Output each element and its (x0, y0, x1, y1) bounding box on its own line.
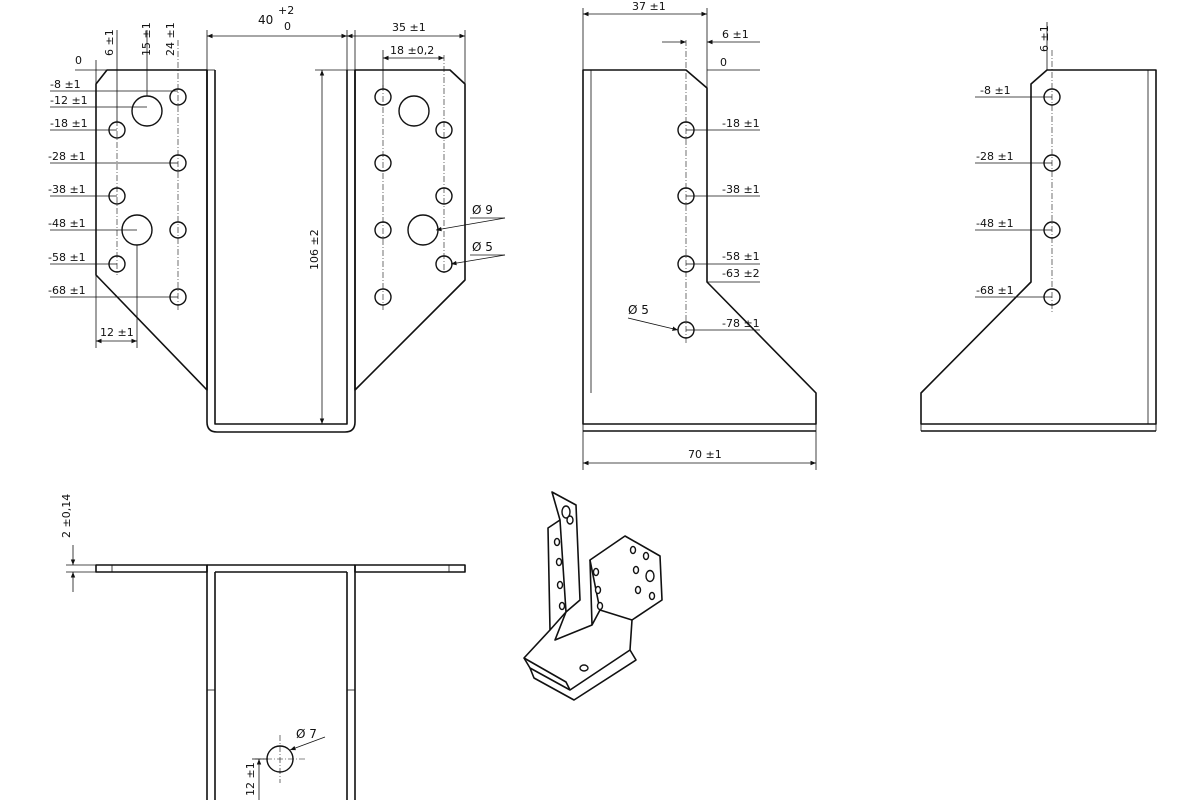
dim-height-106: 106 ±2 (308, 229, 321, 270)
front-u-channel (206, 70, 356, 433)
row-label: -63 ±2 (722, 267, 760, 280)
side-profile (582, 69, 817, 425)
hole (398, 95, 430, 127)
row-label: -28 ±1 (976, 150, 1014, 163)
hole (131, 95, 163, 127)
dim-width-tol-top: +2 (278, 4, 294, 17)
dim-top-6: 6 ±1 (103, 29, 116, 56)
top-flange-plate (95, 564, 208, 573)
dia-5-label: Ø 5 (472, 240, 493, 254)
row-label: -48 ±1 (976, 217, 1014, 230)
front-view: 40 +2 0 35 ±1 18 ±0,2 106 ±2 12 ±1 0 6 ±… (48, 4, 506, 433)
dim-hole-offset-12: 12 ±1 (244, 762, 257, 796)
row-label: -68 ±1 (48, 284, 86, 297)
top-channel (206, 565, 356, 800)
dim-thickness: 2 ±0,14 (60, 494, 73, 538)
dim-top-24: 24 ±1 (164, 22, 177, 56)
rear-view: 6 ±1 -8 ±1 -28 ±1 -48 ±1 -68 ±1 (920, 22, 1157, 432)
row-label: -38 ±1 (48, 183, 86, 196)
dim-zero: 0 (720, 56, 727, 69)
hole (407, 214, 439, 246)
dia-9-label: Ø 9 (472, 203, 493, 217)
row-label: -58 ±1 (48, 251, 86, 264)
dim-hole-spacing-18: 18 ±0,2 (390, 44, 434, 57)
row-label: -58 ±1 (722, 250, 760, 263)
dim-flange-35: 35 ±1 (392, 21, 426, 34)
top-flange-plate-right (354, 564, 466, 573)
rear-profile (920, 69, 1157, 425)
row-label: -38 ±1 (722, 183, 760, 196)
row-label: -12 ±1 (50, 94, 88, 107)
row-label: -18 ±1 (50, 117, 88, 130)
dim-top-0: 0 (75, 54, 82, 67)
row-label: -18 ±1 (722, 117, 760, 130)
dim-depth-37: 37 ±1 (632, 0, 666, 13)
dim-offset-6: 6 ±1 (722, 28, 749, 41)
row-label: -8 ±1 (50, 78, 81, 91)
dim-width-40: 40 (258, 13, 273, 27)
dim-base-70: 70 ±1 (688, 448, 722, 461)
front-u-inner (214, 70, 348, 425)
isometric-view (523, 491, 663, 701)
row-label: -48 ±1 (48, 217, 86, 230)
row-label: -68 ±1 (976, 284, 1014, 297)
side-view: 37 ±1 6 ±1 0 -18 ±1 -38 ±1 -58 ±1 -63 ±2… (582, 0, 817, 470)
dim-top-15: 15 ±1 (140, 22, 153, 56)
dim-width-tol-bottom: 0 (284, 20, 291, 33)
dim-offset-12: 12 ±1 (100, 326, 134, 339)
top-view: 2 ±0,14 Ø 7 12 ±1 (60, 494, 466, 800)
row-label: -8 ±1 (980, 84, 1011, 97)
dia-5-label: Ø 5 (628, 303, 649, 317)
dim-offset-6: 6 ±1 (1038, 25, 1051, 52)
dia-7-label: Ø 7 (296, 727, 317, 741)
row-label: -28 ±1 (48, 150, 86, 163)
row-label: -78 ±1 (722, 317, 760, 330)
